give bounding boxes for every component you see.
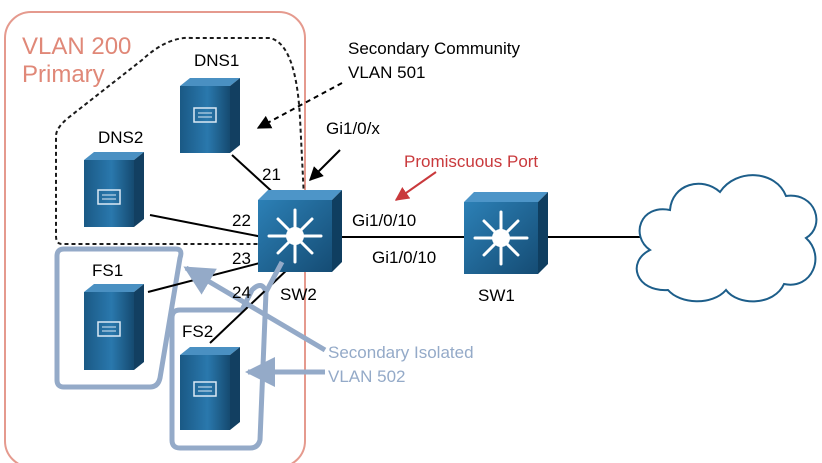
port-24: 24 <box>232 283 251 302</box>
server-dns1 <box>180 78 240 153</box>
link-dns2-sw2 <box>149 214 279 241</box>
promiscuous-label: Promiscuous Port <box>404 152 538 171</box>
port-22: 22 <box>232 211 251 230</box>
isolated-label-line2: VLAN 502 <box>328 367 406 386</box>
isolated-label-line1: Secondary Isolated <box>328 343 474 362</box>
label-fs2: FS2 <box>182 322 213 341</box>
server-fs2 <box>180 347 240 430</box>
cloud-icon <box>635 174 818 303</box>
port-gi-sw1: Gi1/0/10 <box>372 248 436 267</box>
primary-vlan-label-line1: VLAN 200 <box>22 33 131 60</box>
server-dns2 <box>84 152 144 227</box>
port-gi-sw2: Gi1/0/10 <box>352 211 416 230</box>
community-label-line1: Secondary Community <box>348 39 520 58</box>
label-fs1: FS1 <box>92 261 123 280</box>
isolated-link-overlay-1 <box>263 260 285 294</box>
port-gi-x: Gi1/0/x <box>326 119 380 138</box>
server-fs1 <box>84 284 144 370</box>
switch-sw1 <box>464 192 548 274</box>
gi-x-arrow <box>309 149 341 181</box>
label-dns2: DNS2 <box>98 128 143 147</box>
port-21: 21 <box>262 165 281 184</box>
label-sw1: SW1 <box>478 286 515 305</box>
label-dns1: DNS1 <box>194 51 239 70</box>
community-arrow <box>256 82 343 129</box>
label-sw2: SW2 <box>280 285 317 304</box>
promiscuous-arrow <box>394 171 437 201</box>
primary-vlan-label-line2: Primary <box>22 61 105 88</box>
isolated-vlan-loop-fs1 <box>54 246 184 390</box>
community-label-line2: VLAN 501 <box>348 63 426 82</box>
port-23: 23 <box>232 249 251 268</box>
switch-sw2 <box>258 190 342 272</box>
isolated-arrow-1 <box>183 265 327 353</box>
